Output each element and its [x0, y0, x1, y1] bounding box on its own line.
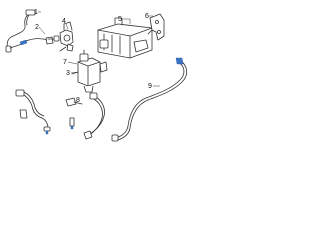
callout-8: 8 — [76, 97, 80, 104]
leader-3 — [70, 71, 79, 74]
oxygen-sensor-upstream — [5, 9, 54, 53]
purge-valve-with-bracket — [59, 21, 74, 52]
callout-1: 1 — [34, 9, 38, 16]
callout-4: 4 — [62, 18, 66, 25]
leader-2 — [38, 26, 46, 35]
callout-9: 9 — [148, 83, 152, 90]
leader-5 — [123, 18, 131, 24]
vapor-canister-purge-valve — [71, 49, 108, 93]
callout-5: 5 — [118, 16, 122, 23]
parts-diagram: 1 2 4 3 7 5 — [5, 9, 188, 142]
sensor-harness-right — [83, 92, 105, 140]
callout-3: 3 — [66, 70, 70, 77]
vapor-hose — [111, 57, 188, 142]
callout-7: 7 — [63, 59, 67, 66]
oxygen-sensor-connector — [47, 35, 60, 42]
canister-bracket — [147, 13, 165, 41]
sensor-harness-center — [65, 97, 83, 130]
evaporative-canister — [97, 17, 153, 59]
leader-4 — [65, 23, 69, 30]
oxygen-sensor-downstream — [15, 89, 51, 135]
callout-6: 6 — [145, 13, 149, 20]
leader-7 — [67, 61, 78, 65]
callout-2: 2 — [35, 24, 39, 31]
